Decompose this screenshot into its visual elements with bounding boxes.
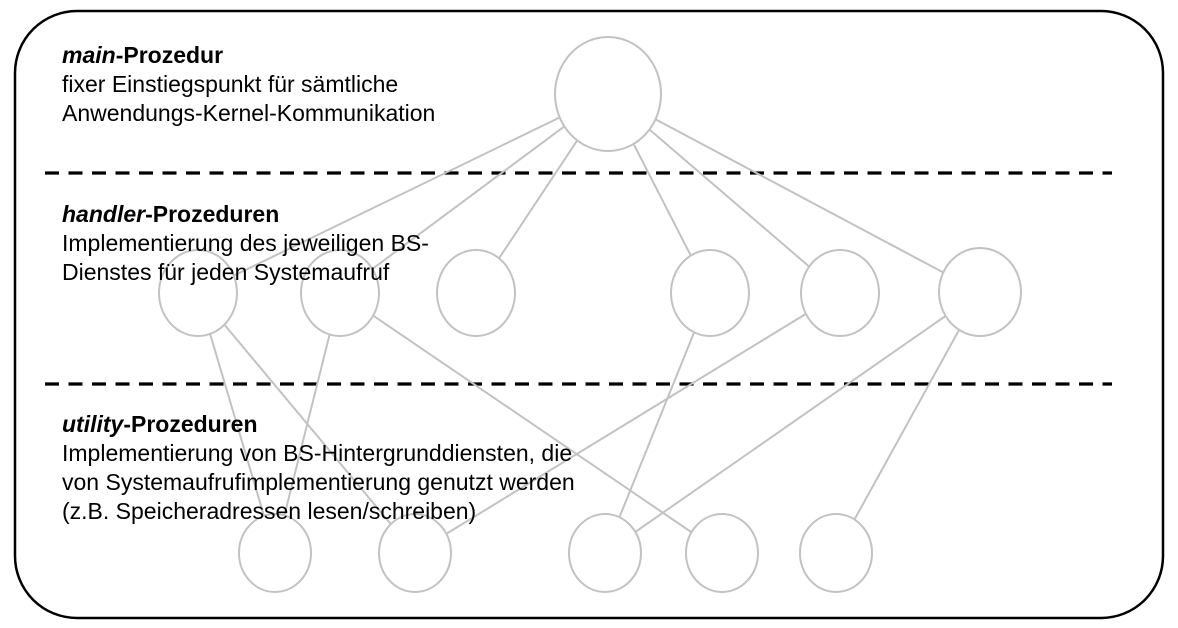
- handler-procedures-label: handler-Prozeduren Implementierung des j…: [62, 200, 429, 287]
- utility-procedures-title: utility-Prozeduren: [62, 410, 575, 439]
- diagram-border: [13, 9, 1165, 620]
- utility-procedures-description-line: von Systemaufrufimplementierung genutzt …: [62, 469, 575, 495]
- procedure-node-h4: [670, 249, 750, 337]
- handler-procedures-title: handler-Prozeduren: [62, 200, 429, 229]
- call-edge-h1-u1: [197, 292, 276, 554]
- main-procedure-description-line: fixer Einstiegspunkt für sämtliche: [62, 71, 399, 97]
- procedure-node-h1: [158, 249, 238, 337]
- call-edge-h4-u3: [604, 292, 711, 554]
- main-procedure-description-line: Anwendungs-Kernel-Kommunikation: [62, 100, 436, 126]
- procedure-node-h5: [800, 249, 880, 337]
- utility-procedures-description-line: (z.B. Speicheradressen lesen/schreiben): [62, 498, 477, 524]
- call-edge-h2-u1: [274, 292, 341, 554]
- call-edge-h6-u3: [604, 291, 981, 554]
- handler-procedures-title-suffix: -Prozeduren: [145, 201, 280, 227]
- procedure-node-u5: [799, 513, 873, 593]
- handler-procedures-term: handler: [62, 201, 146, 227]
- main-procedure-term: main: [62, 42, 116, 68]
- call-edge-h5-u2: [414, 292, 841, 554]
- procedure-node-h3: [436, 249, 516, 337]
- call-edge-main-h2: [339, 93, 609, 294]
- call-edge-main-h6: [607, 93, 981, 293]
- main-procedure-title-suffix: -Prozedur: [115, 42, 224, 68]
- call-edge-h2-u4: [339, 292, 723, 554]
- utility-procedures-term: utility: [62, 411, 124, 437]
- utility-procedures-title-suffix: -Prozeduren: [123, 411, 258, 437]
- utility-procedures-description-line: Implementierung von BS-Hintergrunddienst…: [62, 440, 573, 466]
- call-edge-h6-u5: [835, 291, 981, 554]
- procedure-node-h2: [300, 249, 380, 337]
- procedure-node-u2: [378, 513, 452, 593]
- procedure-node-h6: [938, 247, 1022, 337]
- handler-procedures-description-line: Dienstes für jeden Systemaufruf: [62, 259, 390, 285]
- procedure-node-u4: [685, 513, 759, 593]
- procedure-node-u1: [238, 513, 312, 593]
- main-procedure-title: main-Prozedur: [62, 41, 435, 70]
- handler-procedures-description-line: Implementierung des jeweiligen BS-: [62, 230, 429, 256]
- procedure-node-main: [554, 36, 662, 152]
- main-procedure-label: main-Prozedur fixer Einstiegspunkt für s…: [62, 41, 435, 128]
- call-edge-main-h1: [197, 93, 609, 294]
- procedure-node-u3: [568, 513, 642, 593]
- utility-procedures-label: utility-Prozeduren Implementierung von B…: [62, 410, 575, 526]
